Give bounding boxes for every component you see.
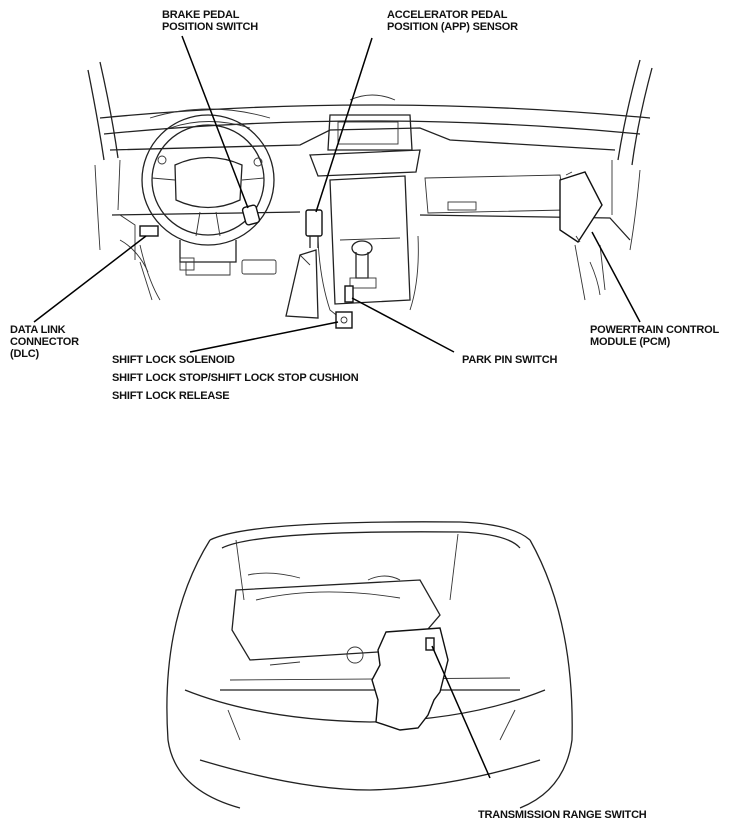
interior-leader-lines — [33, 35, 641, 353]
pcm-label-line1: POWERTRAIN CONTROL — [590, 324, 720, 336]
shift-lock-solenoid-part — [335, 311, 353, 329]
brake-label-line2: POSITION SWITCH — [162, 21, 259, 33]
label-app-sensor: ACCELERATOR PEDAL POSITION (APP) SENSOR — [387, 9, 518, 33]
label-park-pin-switch: PARK PIN SWITCH — [462, 354, 558, 366]
transmission-part — [371, 627, 449, 731]
app-label-line1: ACCELERATOR PEDAL — [387, 9, 508, 21]
pcm-label-line2: MODULE (PCM) — [590, 336, 671, 348]
dashboard-illustration — [87, 59, 653, 329]
label-shift-lock-release: SHIFT LOCK RELEASE — [112, 390, 230, 402]
label-shift-lock-solenoid: SHIFT LOCK SOLENOID — [112, 354, 235, 366]
app-sensor-part — [305, 209, 323, 237]
dlc-label-line3: (DLC) — [10, 348, 39, 360]
pcm-part — [559, 171, 603, 243]
brake-pedal-switch-part — [241, 204, 261, 226]
transmission-range-switch-part — [425, 637, 435, 651]
label-pcm: POWERTRAIN CONTROL MODULE (PCM) — [590, 324, 719, 348]
label-shift-lock-stop: SHIFT LOCK STOP/SHIFT LOCK STOP CUSHION — [112, 372, 359, 384]
engine-leader-lines — [431, 645, 491, 779]
label-brake-pedal-position-switch: BRAKE PEDAL POSITION SWITCH — [162, 9, 258, 33]
brake-label-line1: BRAKE PEDAL — [162, 9, 240, 21]
app-label-line2: POSITION (APP) SENSOR — [387, 21, 518, 33]
park-pin-switch-part — [344, 285, 354, 303]
label-dlc: DATA LINK CONNECTOR (DLC) — [10, 324, 79, 360]
label-transmission-range-switch: TRANSMISSION RANGE SWITCH — [478, 809, 647, 821]
engine-bay-illustration — [166, 521, 573, 809]
dlc-part — [139, 225, 159, 237]
dlc-label-line1: DATA LINK — [10, 324, 66, 336]
dlc-label-line2: CONNECTOR — [10, 336, 79, 348]
